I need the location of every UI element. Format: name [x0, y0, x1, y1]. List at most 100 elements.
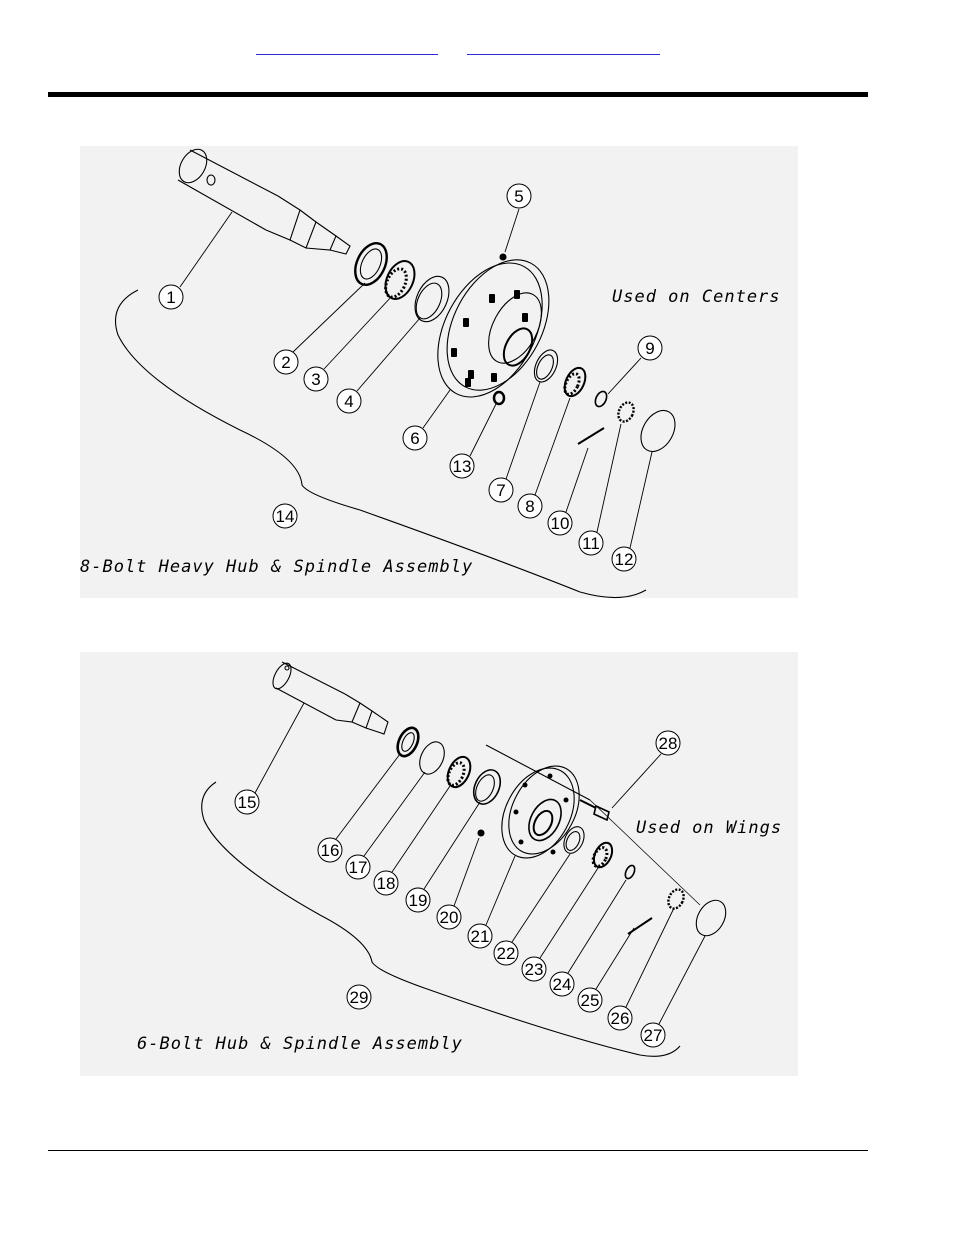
callout-15: 15: [234, 789, 260, 815]
callout-16: 16: [317, 837, 343, 863]
callout-1: 1: [158, 284, 184, 310]
callout-number: 8: [525, 497, 534, 516]
callout-circle: [234, 789, 260, 815]
callout-number: 19: [409, 891, 428, 910]
note-used-on-wings: Used on Wings: [636, 818, 782, 838]
callout-11: 11: [578, 530, 604, 556]
leader-lines-lower: [254, 702, 706, 1025]
diagram-panel-8-bolt: [80, 146, 798, 598]
callout-number: 22: [497, 944, 516, 963]
callout-circle: [405, 887, 431, 913]
callout-number: 2: [281, 353, 290, 372]
callout-number: 20: [440, 908, 459, 927]
callout-number: 14: [276, 507, 295, 526]
callout-26: 26: [607, 1005, 633, 1031]
callout-circle: [611, 546, 637, 572]
callout-21: 21: [467, 923, 493, 949]
header-rule: [48, 92, 868, 97]
dust-cap-12-drawing: [640, 409, 676, 453]
callout-circle: [467, 923, 493, 949]
callout-number: 9: [645, 339, 654, 358]
callout-number: 26: [611, 1009, 630, 1028]
callout-circle: [488, 477, 514, 503]
callout-28: 28: [655, 730, 681, 756]
hub-nut-13-drawing: [492, 390, 506, 406]
callout-circle: [493, 940, 519, 966]
seal-16-drawing: [396, 726, 420, 758]
callout-circle: [517, 493, 543, 519]
hub-21-drawing: [485, 744, 591, 859]
callout-23: 23: [521, 956, 547, 982]
callout-4: 4: [336, 388, 362, 414]
callout-5: 5: [506, 183, 532, 209]
callout-13: 13: [449, 453, 475, 479]
bearing-3-drawing: [384, 260, 416, 300]
callout-number: 10: [551, 514, 570, 533]
cup-4-drawing: [414, 275, 450, 323]
assembly-brace-upper: [114, 289, 647, 599]
callout-10: 10: [547, 510, 573, 536]
zerk-5-drawing: [499, 253, 507, 261]
callout-circle: [637, 335, 663, 361]
seal-2-drawing: [354, 242, 388, 286]
bearing-18-drawing: [446, 755, 472, 789]
callout-number: 24: [553, 975, 572, 994]
castle-nut-11-drawing: [617, 401, 635, 423]
callout-circle: [272, 503, 298, 529]
callout-circle: [346, 984, 372, 1010]
callout-circle: [158, 284, 184, 310]
diagram-panel-6-bolt: [80, 652, 798, 1076]
callout-6: 6: [402, 425, 428, 451]
callout-circle: [273, 349, 299, 375]
callout-circle: [373, 870, 399, 896]
callout-14: 14: [272, 503, 298, 529]
callout-circle: [436, 904, 462, 930]
spindle-15-drawing: [272, 661, 389, 735]
callout-number: 13: [453, 457, 472, 476]
callout-number: 25: [581, 991, 600, 1010]
callout-circle: [345, 854, 371, 880]
bolt-28-drawing: [579, 799, 610, 822]
callout-circle: [521, 956, 547, 982]
hub-6-drawing: [437, 259, 550, 398]
callout-number: 17: [349, 858, 368, 877]
callout-circle: [449, 453, 475, 479]
callout-number: 12: [615, 550, 634, 569]
callout-22: 22: [493, 940, 519, 966]
zerk-20-drawing: [477, 829, 485, 837]
callout-24: 24: [549, 971, 575, 997]
callouts-layer: 1234567891011121314151617181920212223242…: [158, 183, 681, 1048]
callout-number: 21: [471, 927, 490, 946]
header-link-1[interactable]: [256, 38, 438, 55]
callout-25: 25: [577, 987, 603, 1013]
callout-number: 7: [496, 481, 505, 500]
dust-cap-27-drawing: [695, 899, 727, 937]
caption-6-bolt-assembly: 6-Bolt Hub & Spindle Assembly: [137, 1034, 463, 1054]
callout-number: 15: [238, 793, 257, 812]
castle-nut-26-drawing: [667, 888, 685, 910]
callout-circle: [336, 388, 362, 414]
spindle-1-drawing: [177, 148, 351, 255]
cotter-pin-10-drawing: [577, 427, 605, 445]
callout-circle: [506, 183, 532, 209]
callout-17: 17: [345, 854, 371, 880]
callout-27: 27: [640, 1022, 666, 1048]
assembly-brace-lower: [201, 781, 681, 1057]
washer-9-drawing: [594, 390, 608, 408]
callout-19: 19: [405, 887, 431, 913]
callout-number: 1: [166, 288, 175, 307]
callout-number: 11: [582, 534, 600, 553]
callout-2: 2: [273, 349, 299, 375]
callout-number: 18: [377, 874, 396, 893]
callout-circle: [607, 1005, 633, 1031]
callout-18: 18: [373, 870, 399, 896]
leader-lines-upper: [179, 208, 653, 549]
bearing-8-drawing: [563, 366, 587, 398]
callout-circle: [655, 730, 681, 756]
cup-7-drawing: [533, 349, 559, 383]
note-used-on-centers: Used on Centers: [612, 287, 781, 307]
callout-circle: [578, 530, 604, 556]
header-link-2[interactable]: [467, 38, 660, 55]
callout-number: 3: [311, 370, 320, 389]
